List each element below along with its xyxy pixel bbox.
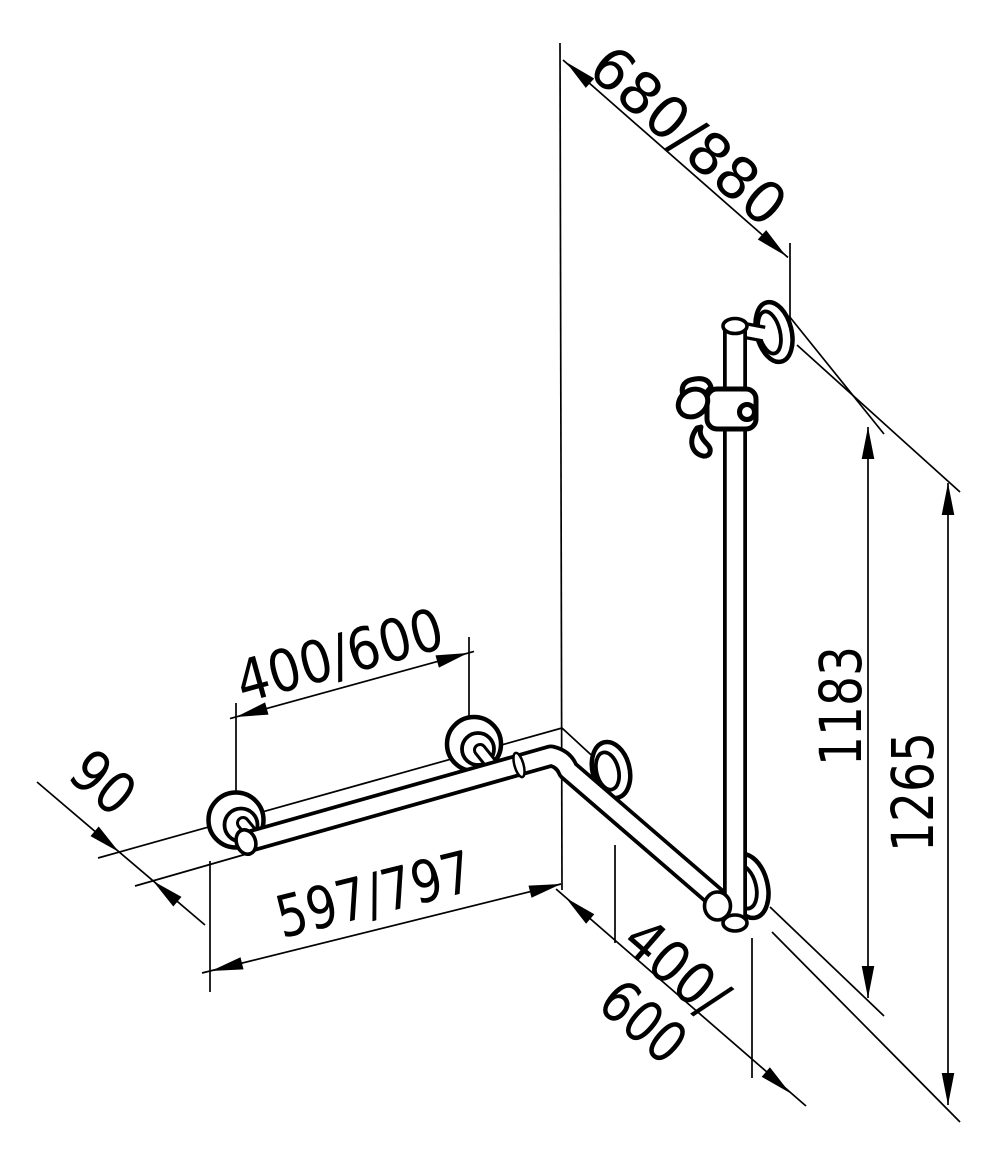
- arrowhead: [90, 826, 119, 852]
- arrowhead: [153, 881, 182, 907]
- dim-label-height-inner: 1183: [807, 646, 875, 766]
- dim-label-offset: 90: [57, 736, 150, 829]
- dimension-height-outer: [771, 344, 961, 1123]
- bar-end-cap: [234, 828, 258, 856]
- dimension-height-inner: [769, 315, 885, 1017]
- dimension-line: [562, 59, 789, 259]
- arrowhead: [941, 483, 955, 515]
- slide-bar-top-cap: [721, 316, 749, 336]
- extension-line: [769, 906, 885, 1017]
- extension-line: [788, 315, 885, 435]
- dimension-offset-90: [36, 781, 251, 926]
- dim-label-left-lower: 597/797: [269, 837, 480, 951]
- dimension-left-lower: [201, 861, 562, 992]
- holder-knob: [737, 402, 757, 422]
- arrowhead: [211, 957, 244, 971]
- arrowhead: [236, 702, 269, 717]
- flange-inner: [593, 750, 622, 792]
- dim-label-wall-top: 680/880: [576, 32, 800, 240]
- arrowhead: [435, 653, 468, 668]
- holder-socket: [675, 386, 711, 420]
- dimension-wall-top: [562, 59, 791, 320]
- dimension-line: [201, 883, 562, 974]
- extension-line: [134, 852, 251, 887]
- arrowhead: [566, 898, 595, 924]
- arrowhead: [941, 1073, 955, 1105]
- extension-line: [796, 344, 961, 493]
- arrowhead: [861, 966, 875, 998]
- dim-label-height-outer: 1265: [879, 732, 947, 852]
- dimension-right-lower: [555, 845, 807, 1107]
- dim-label-left-upper: 400/600: [228, 595, 450, 717]
- grab-bar-horizontal: [234, 744, 740, 920]
- extension-line: [771, 931, 961, 1123]
- arrowhead: [528, 884, 561, 898]
- arrowhead: [861, 427, 875, 459]
- arrowhead: [566, 62, 595, 88]
- bottom-clamp-cap: [702, 890, 733, 922]
- dimension-line: [229, 650, 475, 720]
- holder-hook: [689, 424, 713, 459]
- dimension-labels: 680/880 400/600 90 597/797 400/ 600 1183…: [57, 32, 947, 1078]
- arrowhead: [761, 1067, 790, 1093]
- joint-sleeve: [512, 751, 526, 779]
- dimension-line: [555, 888, 807, 1107]
- dimension-left-upper: [229, 637, 475, 791]
- arrowhead: [757, 230, 786, 256]
- shower-head-holder: [675, 376, 759, 459]
- slide-bar-bottom-cap: [721, 913, 749, 933]
- wall-flange-top: [740, 299, 795, 365]
